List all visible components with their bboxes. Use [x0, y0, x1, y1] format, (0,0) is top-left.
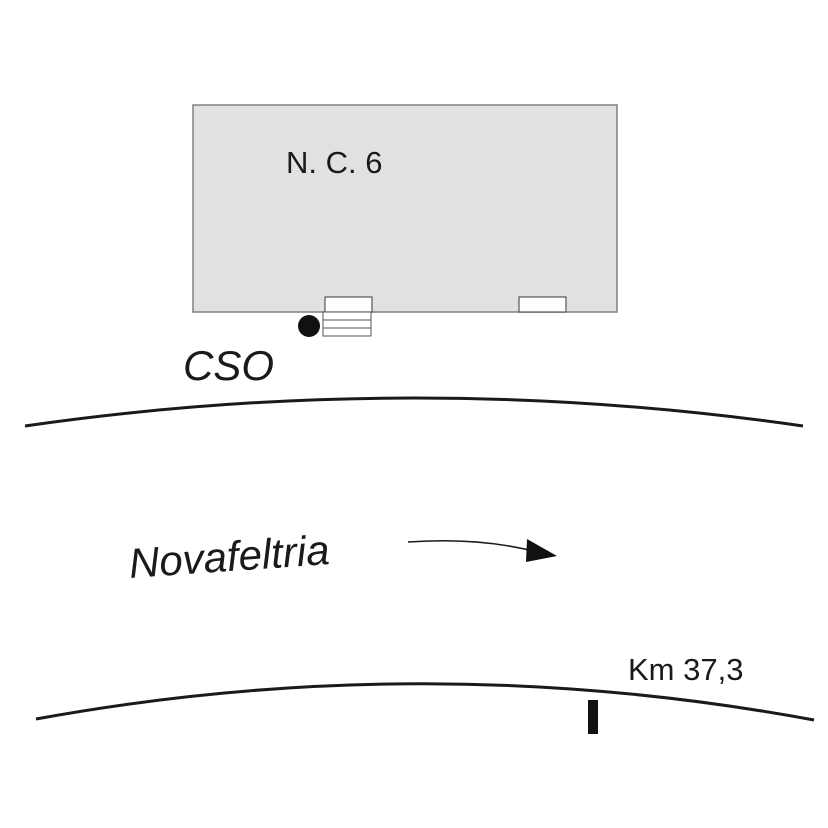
building-footprint — [192, 104, 618, 313]
survey-point: CSO — [183, 315, 320, 389]
direction-arrow-head — [526, 539, 557, 562]
direction-arrow — [407, 539, 557, 562]
building: N. C. 6 — [192, 104, 618, 337]
entrance-steps — [322, 311, 372, 337]
doorway-right — [518, 296, 567, 313]
milestone-label: Km 37,3 — [628, 652, 743, 687]
doorway-left — [324, 296, 373, 313]
direction-label: Novafeltria — [127, 526, 331, 587]
milestone-tick — [588, 700, 598, 734]
survey-point-label: CSO — [183, 342, 274, 389]
road-edge-north — [24, 396, 804, 428]
road-edge-south — [35, 682, 815, 722]
survey-point-marker — [298, 315, 320, 337]
direction-arrow-shaft — [407, 540, 538, 553]
milestone: Km 37,3 — [588, 652, 743, 734]
building-label: N. C. 6 — [286, 145, 382, 180]
